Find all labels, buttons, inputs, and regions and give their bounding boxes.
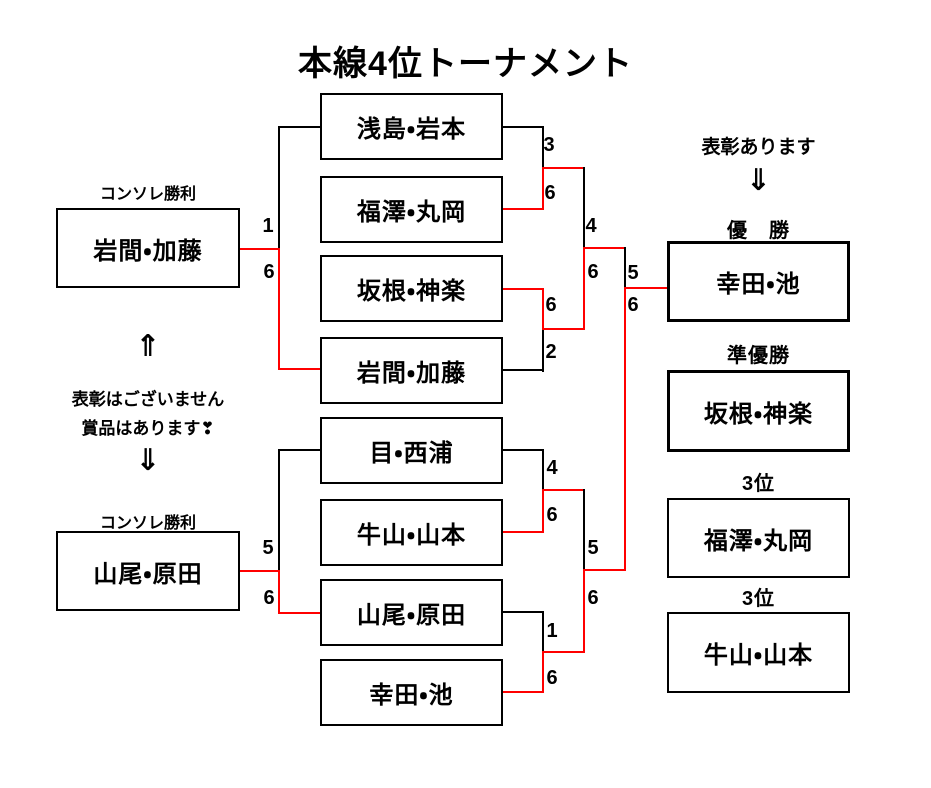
team-name: 坂根・神楽 <box>703 400 814 428</box>
score: 6 <box>546 504 558 526</box>
bracket-team-box-7: 山尾・原田 <box>320 579 503 646</box>
score: 6 <box>587 587 599 609</box>
bracket-line <box>542 489 585 491</box>
bracket-line <box>278 126 280 250</box>
bracket-line <box>583 247 626 249</box>
bracket-team-box-5: 目・西浦 <box>320 417 503 484</box>
bracket-line <box>278 612 320 614</box>
bracket-line <box>542 167 544 210</box>
result-box-runner-up: 坂根・神楽 <box>667 370 850 452</box>
bracket-line <box>542 288 544 330</box>
score: 6 <box>544 182 556 204</box>
score: 4 <box>546 457 558 479</box>
bracket-line <box>503 691 544 693</box>
bracket-line <box>542 126 544 169</box>
score: 5 <box>587 537 599 559</box>
bracket-line <box>278 126 320 128</box>
team-name: 浅島・岩本 <box>356 116 467 143</box>
double-up-arrow-icon: ⇑ <box>135 330 161 363</box>
bracket-line <box>542 328 585 330</box>
score: 5 <box>262 537 274 559</box>
bracket-line <box>240 248 280 250</box>
team-name: 幸田・池 <box>716 271 801 298</box>
team-name: 山尾・原田 <box>356 602 467 629</box>
bracket-line <box>503 449 544 451</box>
bracket-line <box>542 651 544 693</box>
result-label-third-a: 3位 <box>741 473 776 495</box>
team-name: 牛山・山本 <box>703 642 814 669</box>
team-name: 福澤・丸岡 <box>703 527 814 555</box>
bracket-line <box>503 611 544 613</box>
bracket-line <box>542 611 544 653</box>
bracket-line <box>503 208 544 210</box>
bracket-team-box-3: 坂根・神楽 <box>320 255 503 322</box>
score: 6 <box>546 667 558 689</box>
bracket-line <box>503 126 544 128</box>
bracket-team-box-4: 岩間・加藤 <box>320 337 503 404</box>
score: 6 <box>263 261 275 283</box>
bracket-line <box>542 449 544 491</box>
team-name: 目・西浦 <box>369 440 454 467</box>
result-label-champion: 優 勝 <box>727 220 790 242</box>
score: 3 <box>543 134 555 156</box>
bracket-team-box-2: 福澤・丸岡 <box>320 176 503 243</box>
bracket-line <box>278 449 320 451</box>
score: 6 <box>263 587 275 609</box>
bracket-line <box>624 287 626 571</box>
bracket-team-box-6: 牛山・山本 <box>320 499 503 566</box>
bracket-line <box>542 489 544 533</box>
bracket-line <box>542 328 544 372</box>
note-line-1: 表彰はございません <box>71 390 225 409</box>
bracket-line <box>624 287 668 289</box>
result-label-third-b: 3位 <box>741 588 776 610</box>
page-title: 本線4位トーナメント <box>298 45 633 83</box>
team-name: 山尾・原田 <box>93 560 203 588</box>
bracket-line <box>278 368 320 370</box>
result-box-third-b: 牛山・山本 <box>667 612 850 693</box>
bracket-line <box>278 248 280 370</box>
score: 6 <box>587 261 599 283</box>
bracket-line <box>624 247 626 289</box>
score: 4 <box>585 215 597 237</box>
award-note: 表彰あります <box>701 137 816 158</box>
console-upper-label: コンソレ勝利 <box>99 186 196 203</box>
bracket-line <box>583 569 585 653</box>
team-name: 牛山・山本 <box>356 522 467 549</box>
double-down-arrow-icon: ⇓ <box>135 444 161 477</box>
console-lower-team-box: 山尾・原田 <box>56 531 240 611</box>
console-upper-team-box: 岩間・加藤 <box>56 208 240 288</box>
bracket-line <box>278 449 280 572</box>
bracket-line <box>503 288 544 290</box>
bracket-line <box>583 569 626 571</box>
note-line-2: 賞品はあります❣ <box>81 419 215 438</box>
score: 6 <box>545 294 557 316</box>
result-box-third-a: 福澤・丸岡 <box>667 498 850 578</box>
bracket-line <box>503 531 544 533</box>
team-name: 幸田・池 <box>369 682 454 709</box>
bracket-line <box>583 247 585 330</box>
team-name: 福澤・丸岡 <box>356 199 467 226</box>
team-name: 岩間・加藤 <box>93 237 203 265</box>
score: 6 <box>627 294 639 316</box>
score: 1 <box>262 215 274 237</box>
score: 5 <box>627 262 639 284</box>
bracket-line <box>583 167 585 249</box>
team-name: 岩間・加藤 <box>356 360 467 387</box>
bracket-team-box-1: 浅島・岩本 <box>320 93 503 160</box>
bracket-line <box>542 651 585 653</box>
score: 2 <box>545 341 557 363</box>
result-box-champion: 幸田・池 <box>667 241 850 322</box>
score: 1 <box>546 620 558 642</box>
bracket-team-box-8: 幸田・池 <box>320 659 503 726</box>
console-lower-label: コンソレ勝利 <box>99 515 196 532</box>
bracket-line <box>542 167 585 169</box>
bracket-line <box>278 570 280 614</box>
bracket-line <box>240 570 280 572</box>
team-name: 坂根・神楽 <box>356 278 467 305</box>
double-down-arrow-icon: ⇓ <box>745 164 772 197</box>
bracket-line <box>503 369 544 371</box>
result-label-runner-up: 準優勝 <box>727 345 790 367</box>
bracket-line <box>583 489 585 571</box>
